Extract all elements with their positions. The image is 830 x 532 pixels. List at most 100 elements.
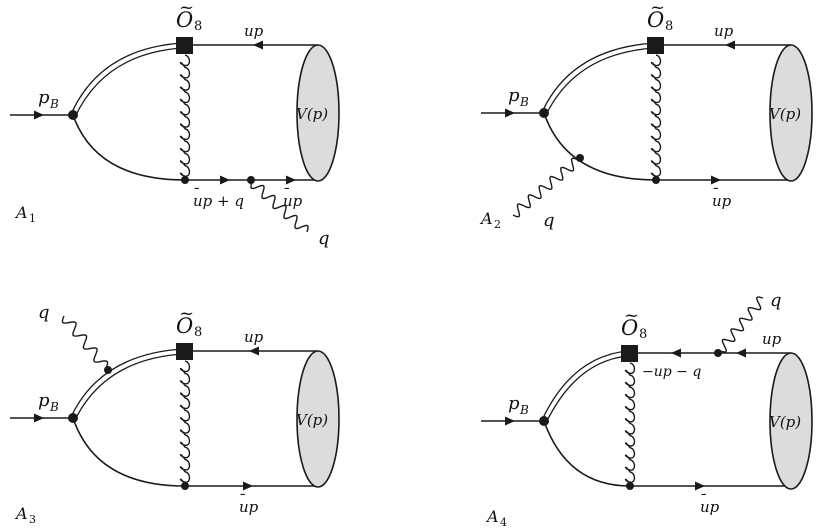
- gluon-quark-vertex: [626, 482, 634, 490]
- diagram-label-subscript: 1: [29, 212, 36, 225]
- diagram-label: A: [485, 507, 499, 526]
- light-quark-lower-line: [72, 417, 186, 487]
- diagram-label: A: [479, 209, 493, 228]
- light-quark-lower-line: [543, 420, 631, 487]
- heavy-quark-line-outer: [71, 42, 184, 113]
- incoming-label: p: [508, 85, 520, 106]
- upper-line-arrow: [253, 40, 263, 50]
- lower-line-label-2-bar: ¯: [283, 185, 291, 203]
- incoming-subscript: B: [49, 400, 59, 414]
- diagram-label: A: [14, 504, 28, 523]
- upper-line-label: up: [762, 330, 782, 348]
- lower-line-label-bar: ¯: [239, 491, 247, 509]
- incoming-arrow: [505, 108, 515, 118]
- heavy-quark-line-outer: [542, 350, 629, 419]
- diagram-label-subscript: 4: [500, 516, 507, 527]
- gluon-line: [624, 362, 636, 485]
- vector-meson-blob: [296, 44, 340, 182]
- operator-subscript: 8: [665, 19, 673, 34]
- photon-line: [719, 296, 764, 353]
- heavy-quark-line-outer: [71, 348, 184, 416]
- lower-line-arrow-2: [286, 175, 296, 185]
- photon-label: q: [318, 228, 330, 249]
- operator-subscript: 8: [639, 327, 647, 342]
- operator-o8-square: [176, 343, 193, 360]
- photon-label: q: [543, 210, 555, 231]
- diagram-label-subscript: 2: [494, 218, 501, 231]
- diagram-a3: V(p) O ~ 8 p B up ¯ up q A 3: [10, 302, 340, 526]
- diagram-a4: V(p) O ~ 8 p B up −up − q ¯ up q A 4: [481, 290, 813, 529]
- lower-line-label-bar: ¯: [712, 185, 720, 203]
- lower-line-arrow: [695, 481, 705, 491]
- operator-o8-square: [621, 345, 638, 362]
- upper-line-arrow: [725, 40, 735, 50]
- incoming-subscript: B: [519, 403, 529, 417]
- gluon-line: [650, 54, 662, 179]
- operator-o8-square: [176, 37, 193, 54]
- incoming-subscript: B: [519, 95, 529, 109]
- incoming-arrow: [34, 110, 44, 120]
- lower-line-arrow-1: [220, 175, 230, 185]
- lower-line-label: up: [700, 498, 720, 516]
- lower-line-label: up + q: [193, 192, 244, 210]
- heavy-quark-line-inner: [74, 353, 184, 421]
- operator-subscript: 8: [194, 325, 202, 340]
- heavy-quark-line-inner: [545, 355, 629, 424]
- operator-tilde: ~: [179, 0, 194, 18]
- photon-vertex: [576, 154, 584, 162]
- meson-label: V(p): [769, 413, 801, 431]
- photon-vertex: [247, 176, 255, 184]
- incoming-arrow: [505, 416, 515, 426]
- diagram-a1: V(p) O ~ 8 p B up ¯ up + q ¯ up q A 1: [10, 0, 340, 249]
- upper-line-label: up: [714, 22, 734, 40]
- upper-line-arrow: [249, 346, 259, 356]
- upper-line-arrow-1: [671, 348, 681, 358]
- light-quark-lower-line: [72, 114, 186, 181]
- upper-line-label-2: −up − q: [642, 364, 701, 380]
- photon-line: [61, 315, 109, 369]
- gluon-line: [179, 54, 191, 179]
- heavy-quark-line-inner: [74, 47, 184, 118]
- photon-vertex: [714, 349, 722, 357]
- lower-line-label-bar: ¯: [700, 491, 708, 509]
- incoming-subscript: B: [49, 97, 59, 111]
- meson-label: V(p): [296, 105, 328, 123]
- diagram-a2: V(p) O ~ 8 p B up ¯ up q A 2: [479, 0, 813, 231]
- upper-line-arrow-2: [736, 348, 746, 358]
- vector-meson-blob: [296, 350, 340, 488]
- operator-label: O: [621, 316, 638, 340]
- incoming-label: p: [508, 393, 520, 414]
- operator-tilde: ~: [624, 305, 639, 326]
- photon-label: q: [770, 290, 782, 311]
- light-quark-lower-line: [543, 112, 657, 181]
- lower-line-arrow: [243, 481, 253, 491]
- heavy-quark-line-inner: [545, 47, 656, 116]
- operator-label: O: [647, 8, 664, 32]
- vector-meson-blob: [769, 44, 813, 182]
- gluon-quark-vertex: [652, 176, 660, 184]
- upper-line-label: up: [244, 22, 264, 40]
- lower-line-label: up: [712, 192, 732, 210]
- operator-subscript: 8: [194, 19, 202, 34]
- incoming-label: p: [38, 390, 50, 411]
- photon-vertex: [104, 366, 112, 374]
- meson-label: V(p): [769, 105, 801, 123]
- diagram-label: A: [14, 203, 28, 222]
- diagram-label-subscript: 3: [29, 513, 36, 526]
- operator-label: O: [176, 8, 193, 32]
- operator-tilde: ~: [179, 303, 194, 324]
- heavy-quark-line-outer: [542, 42, 656, 111]
- gluon-quark-vertex: [181, 482, 189, 490]
- gluon-quark-vertex: [181, 176, 189, 184]
- lower-line-label-bar: ¯: [193, 185, 201, 203]
- photon-label: q: [38, 302, 50, 323]
- lower-line-arrow: [711, 175, 721, 185]
- operator-tilde: ~: [650, 0, 665, 18]
- incoming-label: p: [38, 87, 50, 108]
- operator-o8-square: [647, 37, 664, 54]
- photon-line: [512, 157, 579, 218]
- incoming-arrow: [34, 413, 44, 423]
- lower-line-label-2: up: [283, 192, 303, 210]
- upper-line-label: up: [244, 328, 264, 346]
